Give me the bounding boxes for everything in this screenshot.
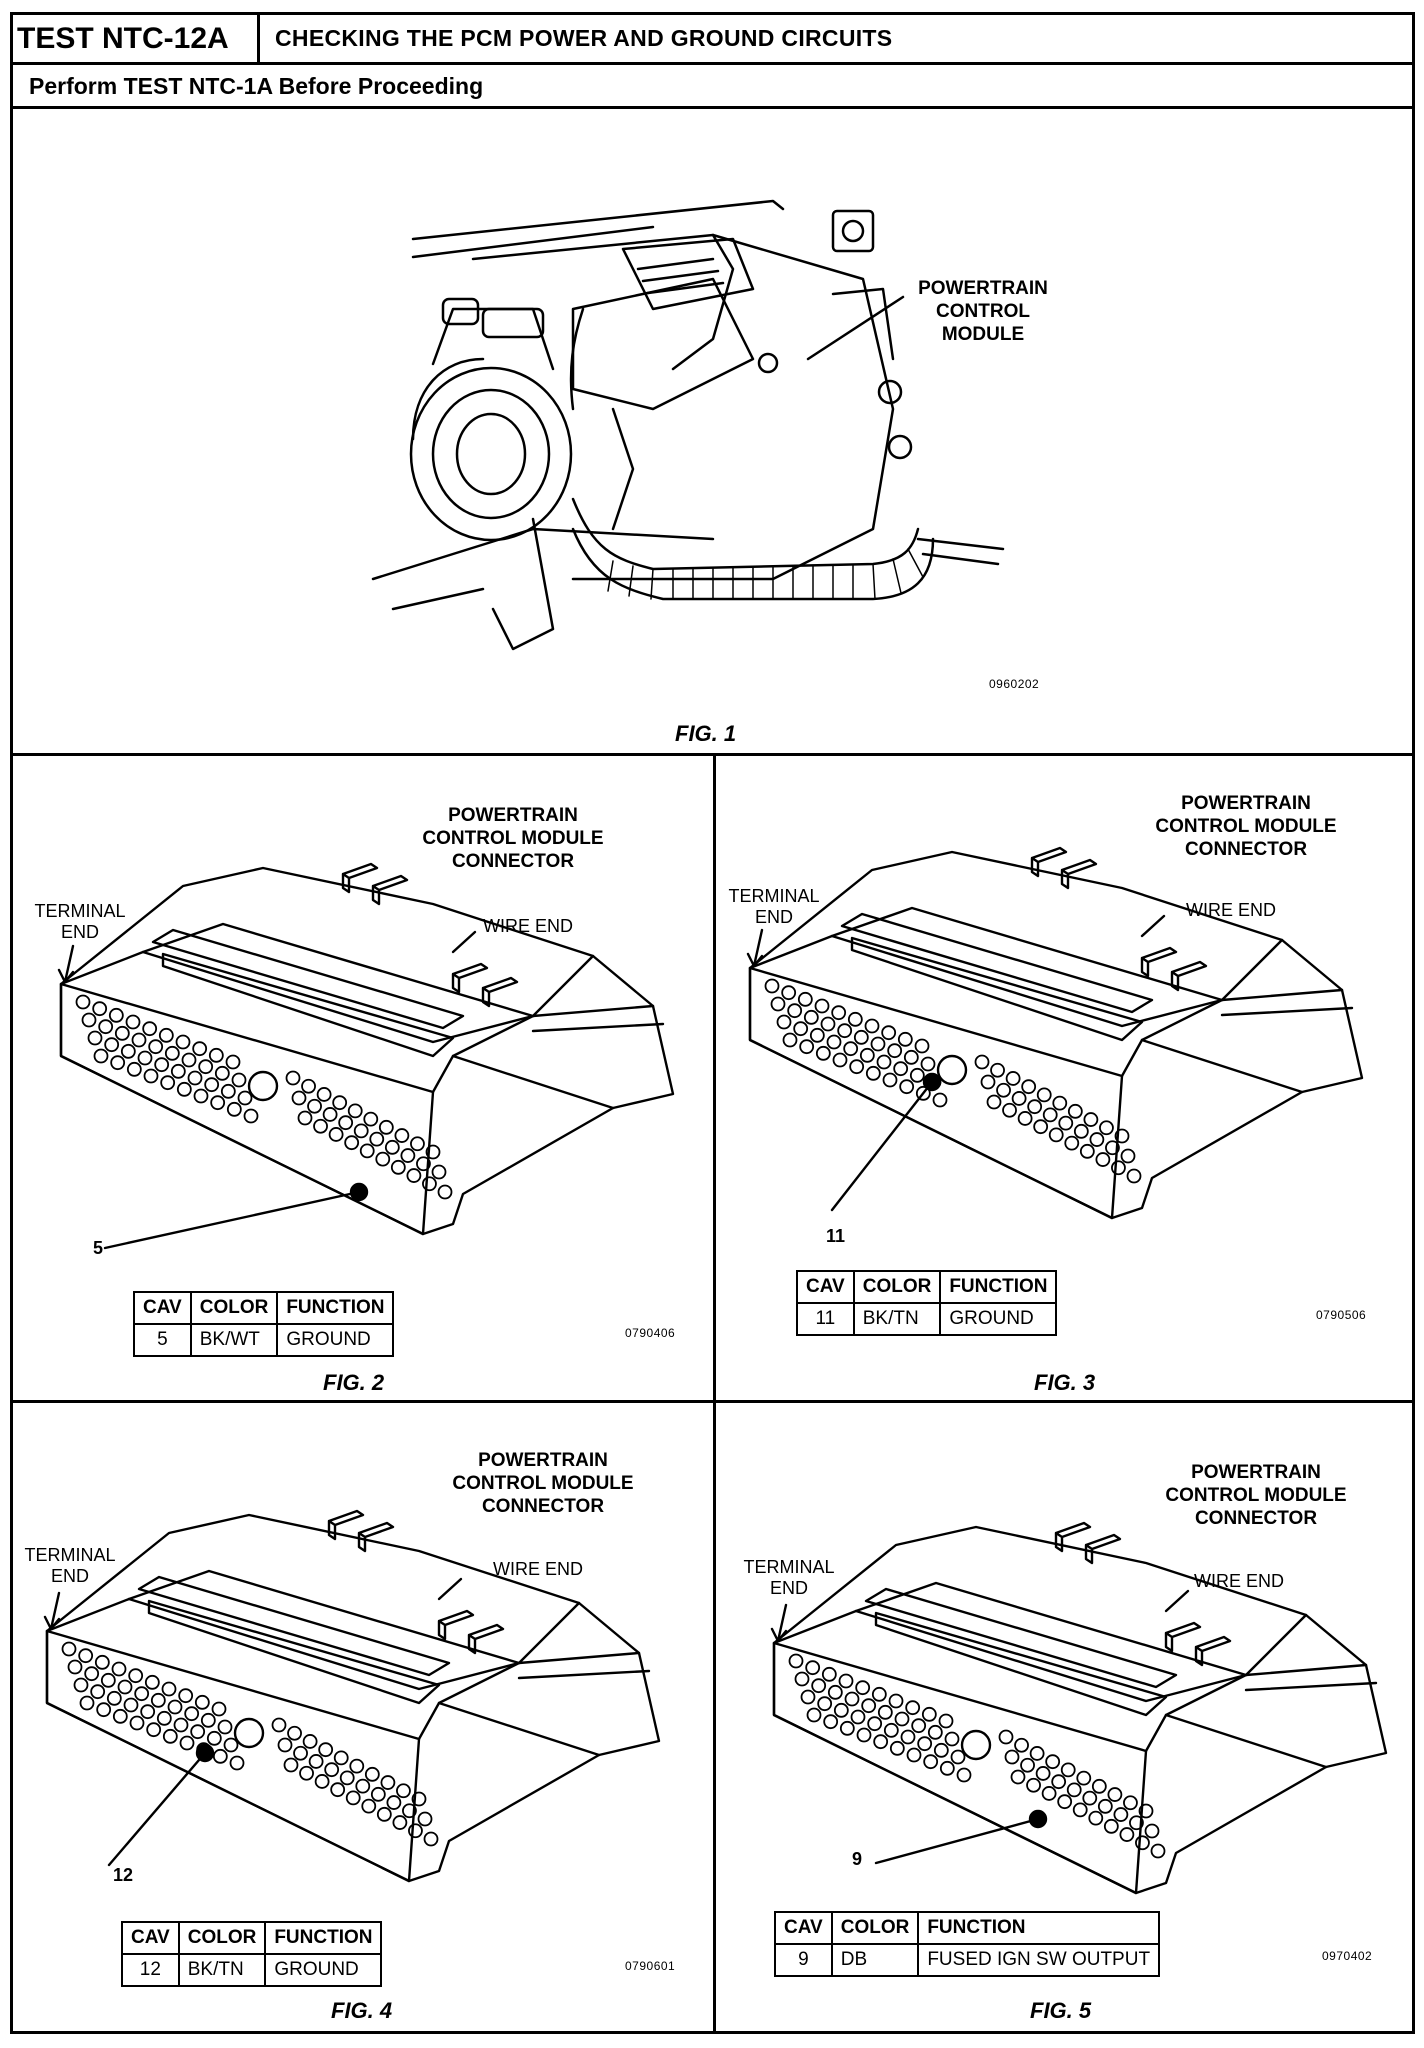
connector-label: POWERTRAIN CONTROL MODULE CONNECTOR bbox=[452, 1450, 634, 1517]
fig4-panel: POWERTRAIN CONTROL MODULE CONNECTOR TERM… bbox=[13, 1403, 716, 2031]
figure-code: 0790601 bbox=[625, 1959, 676, 1973]
figure-caption: FIG. 3 bbox=[1034, 1370, 1096, 1395]
wire-end-label: WIRE END bbox=[493, 1559, 583, 1579]
test-id: TEST NTC-12A bbox=[13, 15, 260, 62]
terminal-end-label: TERMINAL END bbox=[728, 886, 820, 927]
highlighted-pin-number: 12 bbox=[113, 1865, 134, 1885]
connector-label: POWERTRAIN CONTROL MODULE CONNECTOR bbox=[1155, 793, 1337, 860]
highlighted-pin-number: 9 bbox=[852, 1849, 863, 1869]
prerequisite-note: Perform TEST NTC-1A Before Proceeding bbox=[13, 65, 1412, 109]
pcm-connector-illustration bbox=[770, 1521, 1388, 1895]
connector-label: POWERTRAIN CONTROL MODULE CONNECTOR bbox=[422, 805, 604, 872]
figure-code: 0970402 bbox=[1322, 1949, 1373, 1963]
pcm-connector-illustration bbox=[43, 1509, 661, 1883]
figure-code: 0790506 bbox=[1316, 1308, 1367, 1322]
fig3-panel: POWERTRAIN CONTROL MODULE CONNECTOR TERM… bbox=[716, 756, 1412, 1403]
connector-label: POWERTRAIN CONTROL MODULE CONNECTOR bbox=[1165, 1462, 1347, 1529]
fig1-caption: FIG. 1 bbox=[675, 721, 737, 746]
pcm-location-illustration bbox=[371, 199, 1005, 651]
terminal-end-label: TERMINAL END bbox=[24, 1545, 116, 1586]
pcm-connector-illustration bbox=[57, 862, 675, 1250]
test-title: CHECKING THE PCM POWER AND GROUND CIRCUI… bbox=[275, 25, 893, 51]
figure-caption: FIG. 5 bbox=[1030, 1998, 1092, 2023]
wire-end-label: WIRE END bbox=[483, 916, 573, 936]
fig2-panel: POWERTRAIN CONTROL MODULE CONNECTOR TERM… bbox=[13, 756, 716, 1403]
wire-end-label: WIRE END bbox=[1186, 900, 1276, 920]
figure-caption: FIG. 4 bbox=[331, 1998, 393, 2023]
header-row: TEST NTC-12A CHECKING THE PCM POWER AND … bbox=[13, 15, 1412, 65]
terminal-end-label: TERMINAL END bbox=[34, 901, 126, 942]
pcm-connector-illustration bbox=[746, 846, 1364, 1220]
highlighted-pin-number: 5 bbox=[93, 1238, 104, 1258]
fig5-panel: POWERTRAIN CONTROL MODULE CONNECTOR TERM… bbox=[716, 1403, 1412, 2031]
highlighted-pin-number: 11 bbox=[826, 1226, 846, 1246]
terminal-end-label: TERMINAL END bbox=[743, 1557, 835, 1598]
fig1-code: 0960202 bbox=[989, 677, 1040, 691]
figure-code: 0790406 bbox=[625, 1326, 676, 1340]
figure-caption: FIG. 2 bbox=[323, 1370, 385, 1395]
fig1-panel: POWERTRAIN CONTROL MODULE 0960202 FIG. 1 bbox=[13, 109, 1412, 756]
wire-end-label: WIRE END bbox=[1194, 1571, 1284, 1591]
pcm-label: POWERTRAIN CONTROL MODULE bbox=[918, 278, 1048, 345]
procedure-page: TEST NTC-12A CHECKING THE PCM POWER AND … bbox=[10, 12, 1415, 2034]
